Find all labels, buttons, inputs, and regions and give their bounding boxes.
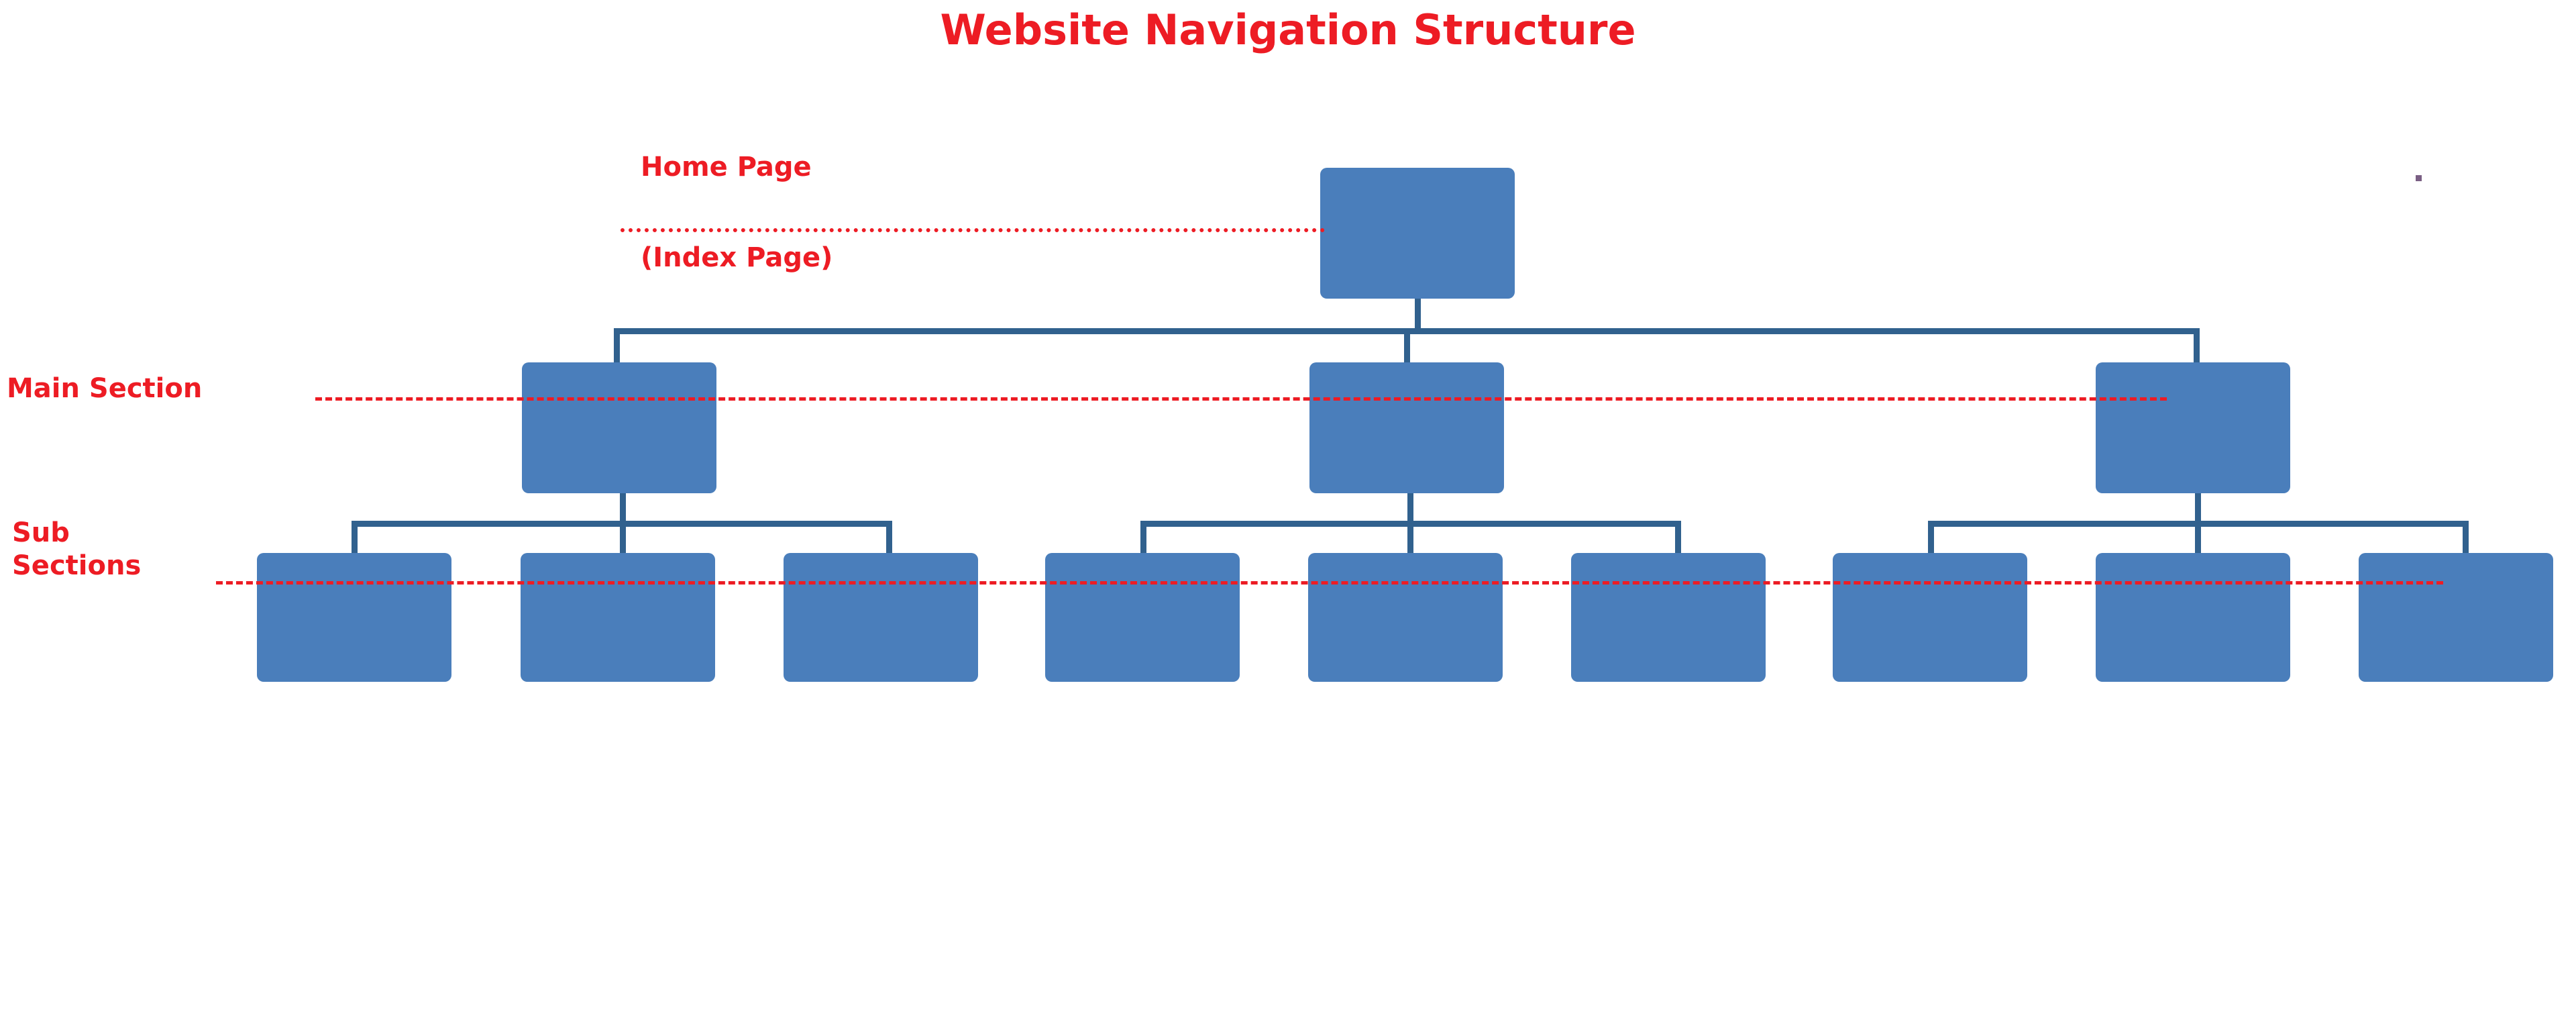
sub-section-node-5[interactable] (1308, 553, 1503, 682)
sub-section-node-7[interactable] (1833, 553, 2027, 682)
group3-drop-3 (2463, 521, 2469, 556)
group1-drop-2 (620, 521, 626, 556)
sub-section-node-8[interactable] (2096, 553, 2290, 682)
sub-sections-leader (216, 581, 2443, 585)
sub-section-node-3[interactable] (784, 553, 978, 682)
index-page-label: (Index Page) (641, 242, 833, 273)
sub-section-node-2[interactable] (521, 553, 715, 682)
group1-drop-3 (886, 521, 892, 556)
level2-drop-center (1404, 328, 1410, 364)
sub-sections-label: Sub Sections (12, 517, 142, 581)
root-stem (1415, 299, 1421, 334)
main-section-node-3[interactable] (2096, 362, 2290, 493)
sub-section-node-1[interactable] (257, 553, 451, 682)
main-section-label: Main Section (7, 373, 203, 404)
group1-stem (620, 493, 626, 523)
home-page-label: Home Page (641, 152, 812, 183)
main-section-node-1[interactable] (522, 362, 716, 493)
group2-stem (1407, 493, 1413, 523)
page-title: Website Navigation Structure (940, 5, 1636, 54)
group2-drop-1 (1140, 521, 1146, 556)
group3-drop-2 (2195, 521, 2201, 556)
main-section-leader (315, 397, 2167, 401)
group2-drop-2 (1407, 521, 1413, 556)
group3-drop-1 (1928, 521, 1934, 556)
home-page-node[interactable] (1320, 168, 1515, 299)
group2-drop-3 (1675, 521, 1681, 556)
level2-drop-right (2194, 328, 2200, 364)
sub-section-node-4[interactable] (1045, 553, 1240, 682)
group1-drop-1 (352, 521, 358, 556)
home-page-leader (621, 228, 1325, 232)
sub-section-node-6[interactable] (1571, 553, 1766, 682)
group3-stem (2195, 493, 2201, 523)
level2-drop-left (614, 328, 620, 364)
main-section-node-2[interactable] (1309, 362, 1504, 493)
stray-dot-artifact (2416, 175, 2422, 181)
sub-section-node-9[interactable] (2359, 553, 2553, 682)
